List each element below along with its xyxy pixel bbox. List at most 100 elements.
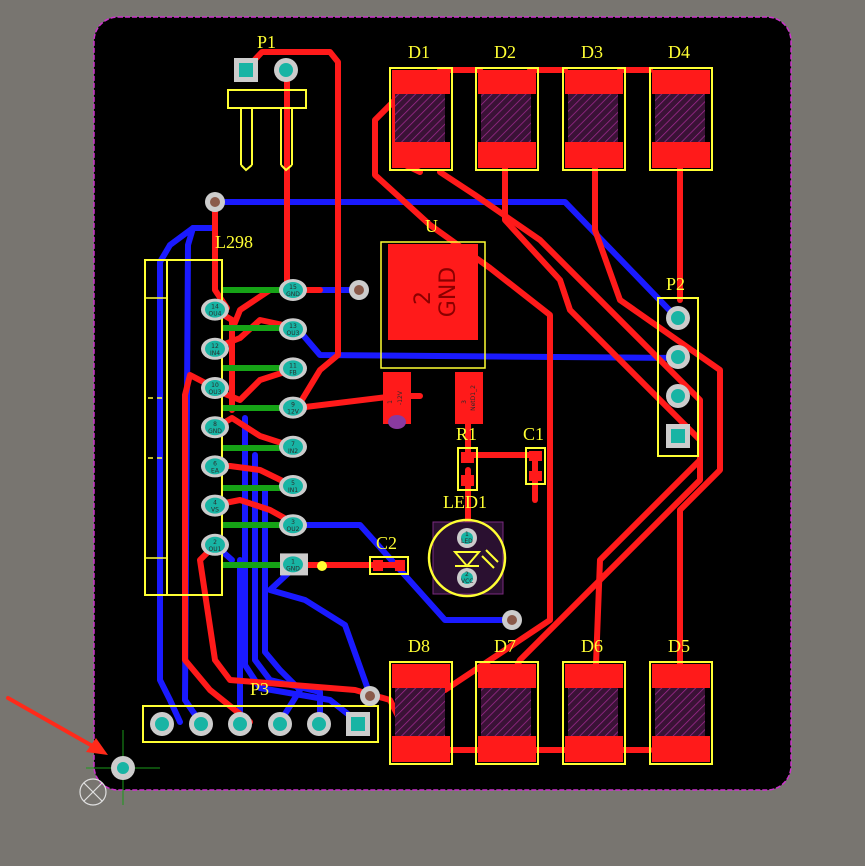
diode-d5[interactable] [649,661,713,765]
u-pad-num: 2 [411,291,436,305]
top-trace[interactable] [182,372,253,725]
l298-pad-net: EA [211,467,220,474]
l298-pad-net: IN2 [288,448,298,455]
u-pin1-num: 1 [387,400,394,404]
c2-label: C2 [376,533,397,553]
l298-pad-num: 15 [289,284,297,291]
l298-pad-num: 3 [291,519,295,526]
l298-pad-num: 12 [211,343,219,350]
l298-pad-num: 10 [211,382,219,389]
l298-pad-num: 13 [289,323,297,330]
bottom-trace[interactable] [262,487,303,725]
bottom-trace[interactable] [242,415,361,725]
d1-label: D1 [408,42,430,62]
led1[interactable] [427,518,507,598]
led1-pin1-net: LED [461,538,473,545]
top-trace[interactable] [244,49,341,411]
d3-label: D3 [581,42,603,62]
annotation-arrow-icon [6,696,108,755]
regulator-u[interactable] [380,241,486,429]
bottom-trace[interactable] [252,452,323,725]
p2-label: P2 [666,274,685,294]
snap-cursor-icon [79,778,107,806]
r1-label: R1 [456,424,477,444]
diode-d2[interactable] [475,67,539,171]
capacitor-c1[interactable] [525,447,546,485]
bottom-trace[interactable] [157,225,196,725]
diode-d1[interactable] [389,67,453,171]
l298-pad-4[interactable]: 4VS [201,494,229,517]
p3-connector[interactable] [142,705,379,743]
d4-label: D4 [668,42,690,62]
u-pin1-label: -12V [397,390,404,405]
p1-label: P1 [257,32,276,52]
l298-pad-num: 8 [213,421,217,428]
d8-label: D8 [408,636,430,656]
led1-pin2: 2 [465,571,469,578]
top-trace[interactable] [502,157,703,693]
led1-pin1: 1 [465,531,469,538]
u-pad-3[interactable] [455,372,483,424]
d5-label: D5 [668,636,690,656]
l298-pad-num: 4 [213,500,217,507]
top-trace[interactable] [229,287,273,333]
l298-pad-net: GND [286,565,300,572]
l298-pad-net: OU2 [287,526,300,533]
top-trace[interactable] [212,365,300,403]
l298-pad-num: 11 [289,362,297,369]
board-outline[interactable] [93,16,792,791]
led1-pin2-net: VCC [461,578,473,585]
top-trace[interactable] [592,157,723,693]
l298-pad-net: GND [208,428,222,435]
top-trace[interactable] [437,169,703,693]
via[interactable] [317,561,327,571]
l298-pin-traces [222,287,290,568]
origin-marker-icon[interactable] [86,730,160,805]
d2-label: D2 [494,42,516,62]
bottom-trace[interactable] [294,325,680,361]
l298-pad-num: 7 [291,441,295,448]
u-label: U [425,216,438,236]
p2-connector[interactable] [657,297,699,457]
u-pin3-label: NetD1_2 [470,385,477,411]
led1-label: LED1 [443,492,487,512]
bottom-trace[interactable] [294,522,515,623]
bottom-trace[interactable] [212,199,680,321]
l298-pad-net: GND [286,291,300,298]
diode-d8[interactable] [389,661,453,765]
l298-pad-num: 6 [213,460,217,467]
diode-d4[interactable] [649,67,713,171]
bottom-copper-layer [157,199,680,725]
diode-d3[interactable] [562,67,626,171]
u-pin3-num: 3 [461,400,468,404]
l298-pad-net: 12V [287,409,300,416]
p1-connector[interactable] [227,58,307,172]
d6-label: D6 [581,636,603,656]
u-pad-2[interactable] [388,244,478,340]
l298-pad-net: OU4 [209,311,222,318]
resistor-r1[interactable] [457,447,478,491]
d7-label: D7 [494,636,516,656]
diode-d6[interactable] [562,661,626,765]
diode-d7[interactable] [475,661,539,765]
l298-pad-net: VS [211,507,219,514]
bottom-trace[interactable] [267,562,373,698]
l298-pad-num: 14 [211,304,219,311]
capacitor-c2[interactable] [369,556,409,575]
l298-pad-6[interactable]: 6EA [201,455,229,478]
c1-label: C1 [523,424,544,444]
